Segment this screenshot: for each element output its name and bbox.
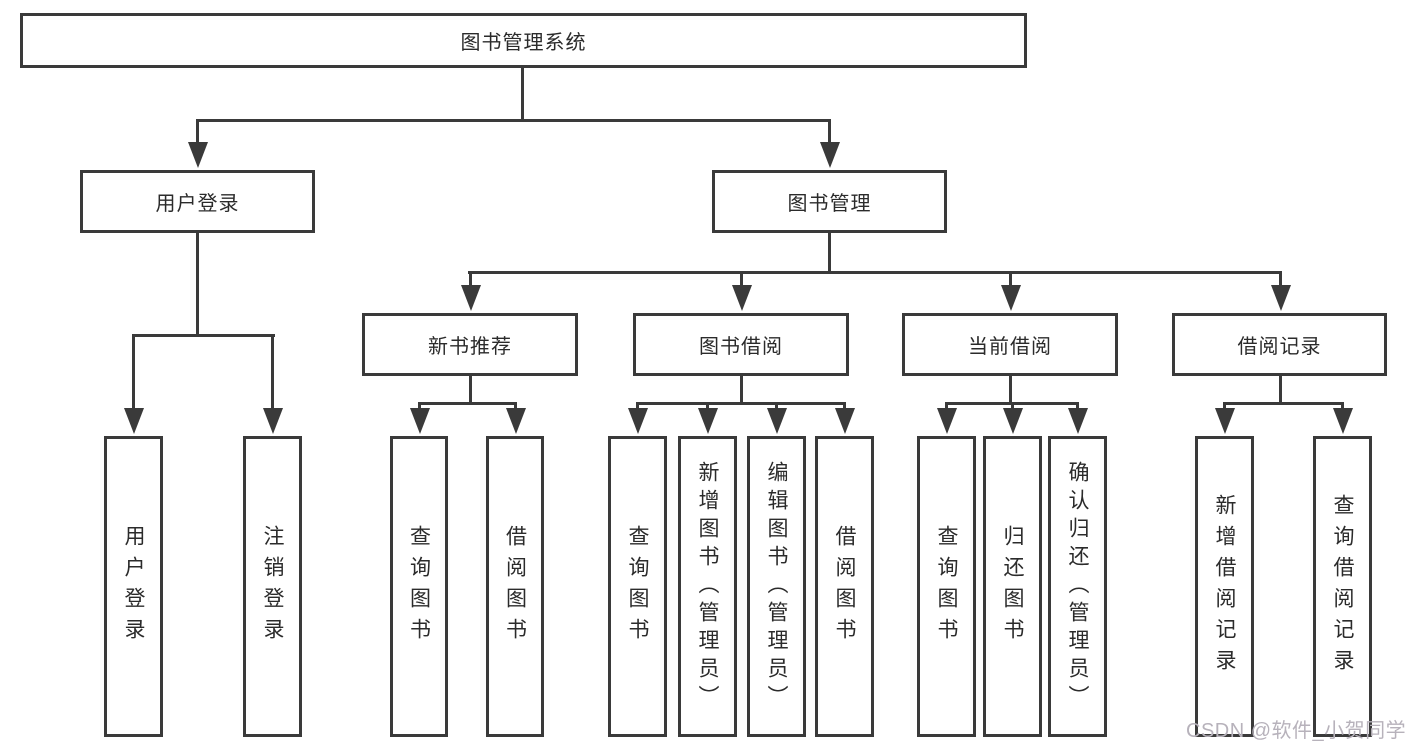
connector-current-borrowing-stem xyxy=(1009,376,1012,405)
leaf-label: 用户登录 xyxy=(122,524,145,649)
connector-root-stem xyxy=(521,68,524,121)
leaf-label: 查询图书 xyxy=(407,524,431,649)
leaf-borrow-books: 借阅图书 xyxy=(815,436,874,737)
leaf-borrow-books-recommend: 借阅图书 xyxy=(486,436,544,737)
arrow-down-leaf xyxy=(834,402,855,434)
leaf-add-borrow-record: 新增借阅记录 xyxy=(1195,436,1254,737)
csdn-watermark: CSDN @软件_小贺同学 xyxy=(1186,720,1405,742)
leaf-return-books: 归还图书 xyxy=(983,436,1042,737)
connector-borrowing-records-horizontal xyxy=(1223,402,1344,405)
leaf-query-borrow-record: 查询借阅记录 xyxy=(1313,436,1372,737)
arrow-down-leaf xyxy=(409,402,430,434)
node-label: 借阅记录 xyxy=(1237,336,1322,358)
node-label: 图书借阅 xyxy=(699,336,783,358)
arrow-down-leaf xyxy=(1214,402,1235,434)
arrow-down-to-login-leaf xyxy=(123,334,144,434)
node-book-management: 图书管理 xyxy=(712,170,947,233)
arrow-down-to-new-book-recommend xyxy=(460,271,481,311)
node-library-management-system: 图书管理系统 xyxy=(20,13,1027,68)
connector-book-borrowing-horizontal xyxy=(636,402,846,405)
arrow-down-to-book-management xyxy=(819,119,840,168)
connector-book-borrowing-stem xyxy=(740,376,743,405)
leaf-label: 查询图书 xyxy=(626,524,649,649)
arrow-down-to-borrowing-records xyxy=(1270,271,1291,311)
arrow-down-to-logout-leaf xyxy=(262,334,283,434)
leaf-label: 确认归还（管理员） xyxy=(1066,460,1089,713)
leaf-query-books-borrowing: 查询图书 xyxy=(608,436,667,737)
node-new-book-recommend: 新书推荐 xyxy=(362,313,578,376)
arrow-down-to-current-borrowing xyxy=(1000,271,1021,311)
leaf-add-book-admin: 新增图书（管理员） xyxy=(678,436,737,737)
leaf-label: 归还图书 xyxy=(1001,524,1024,649)
leaf-query-books-current: 查询图书 xyxy=(917,436,976,737)
arrow-down-leaf xyxy=(697,402,718,434)
arrow-down-leaf xyxy=(1332,402,1353,434)
leaf-label: 新增借阅记录 xyxy=(1213,493,1236,680)
connector-level3-horizontal xyxy=(468,271,1282,274)
arrow-down-leaf xyxy=(766,402,787,434)
arrow-down-leaf xyxy=(505,402,526,434)
leaf-label: 借阅图书 xyxy=(833,524,856,649)
leaf-label: 查询借阅记录 xyxy=(1331,493,1354,680)
node-label: 新书推荐 xyxy=(428,336,512,358)
leaf-query-books-recommend: 查询图书 xyxy=(390,436,448,737)
arrow-down-to-book-borrowing xyxy=(731,271,752,311)
connector-level1-horizontal xyxy=(196,119,831,122)
leaf-logout: 注销登录 xyxy=(243,436,302,737)
node-label: 用户登录 xyxy=(155,193,240,215)
arrow-down-leaf xyxy=(627,402,648,434)
leaf-confirm-return-admin: 确认归还（管理员） xyxy=(1048,436,1107,737)
connector-user-login-stem xyxy=(196,233,199,337)
node-book-borrowing: 图书借阅 xyxy=(633,313,849,376)
leaf-edit-book-admin: 编辑图书（管理员） xyxy=(747,436,806,737)
leaf-label: 新增图书（管理员） xyxy=(696,460,719,713)
arrow-down-leaf xyxy=(936,402,957,434)
connector-new-book-recommend-stem xyxy=(469,376,472,405)
connector-user-login-horizontal xyxy=(132,334,275,337)
arrow-down-to-user-login xyxy=(187,119,208,168)
node-label: 图书管理 xyxy=(787,193,872,215)
node-current-borrowing: 当前借阅 xyxy=(902,313,1118,376)
leaf-label: 借阅图书 xyxy=(503,524,527,649)
node-label: 当前借阅 xyxy=(968,336,1052,358)
arrow-down-leaf xyxy=(1067,402,1088,434)
leaf-label: 注销登录 xyxy=(261,524,284,649)
node-borrowing-records: 借阅记录 xyxy=(1172,313,1387,376)
node-user-login: 用户登录 xyxy=(80,170,315,233)
arrow-down-leaf xyxy=(1002,402,1023,434)
connector-book-management-stem xyxy=(828,233,831,274)
leaf-label: 编辑图书（管理员） xyxy=(765,460,788,713)
connector-new-book-recommend-horizontal xyxy=(418,402,517,405)
node-label: 图书管理系统 xyxy=(460,32,587,54)
connector-borrowing-records-stem xyxy=(1279,376,1282,405)
leaf-label: 查询图书 xyxy=(935,524,958,649)
leaf-user-login: 用户登录 xyxy=(104,436,163,737)
